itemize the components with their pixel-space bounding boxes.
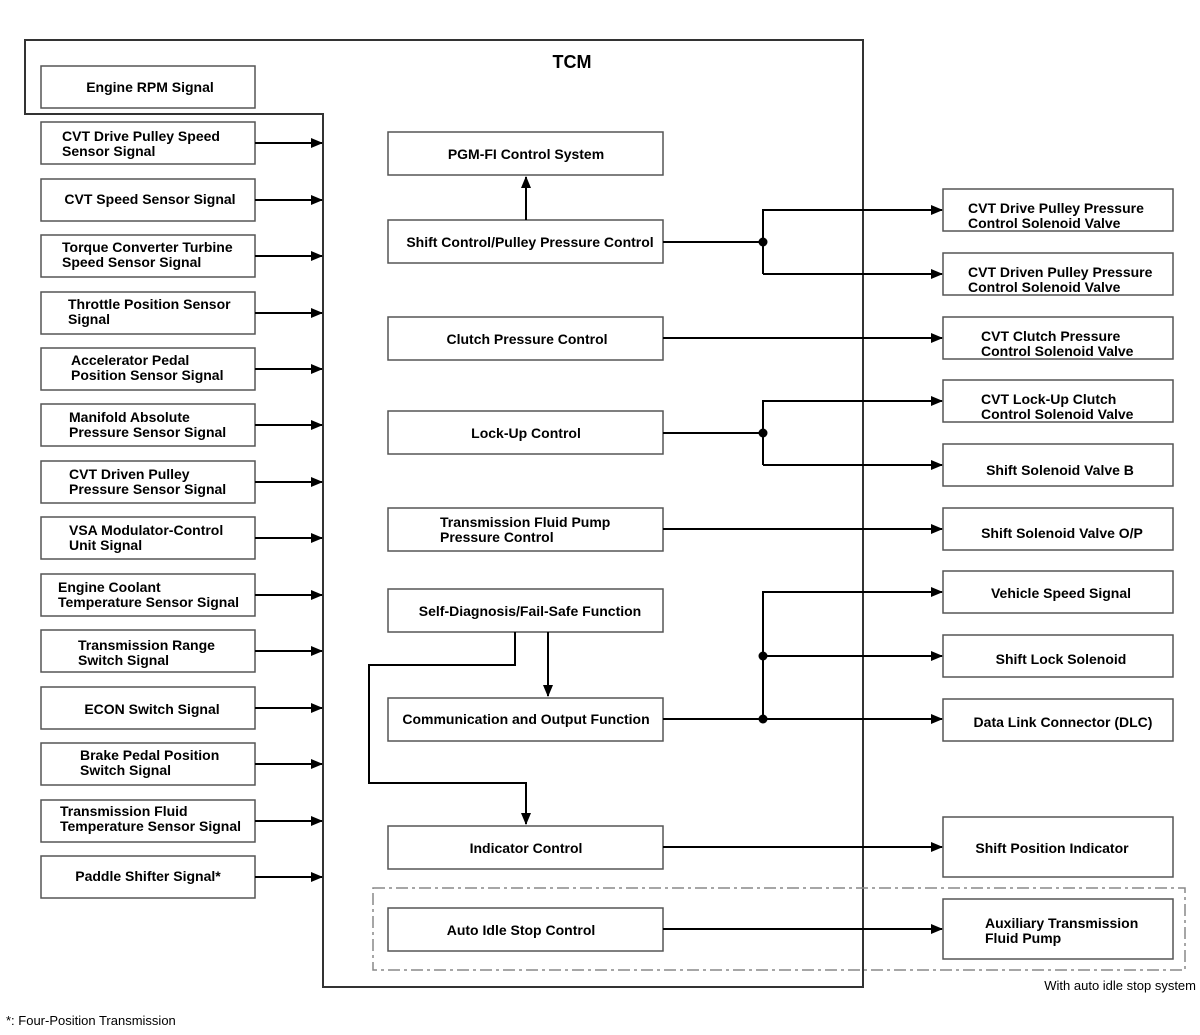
tcm-outline	[24, 39, 864, 988]
input-arrows	[255, 138, 323, 882]
junction-dot	[758, 651, 768, 661]
svg-text:Self-Diagnosis/Fail-Safe Funct: Self-Diagnosis/Fail-Safe Function	[419, 603, 641, 619]
function-indicator: Indicator Control	[387, 825, 664, 870]
function-pgm-fi: PGM-FI Control System	[387, 131, 664, 176]
input-econ-switch: ECON Switch Signal	[40, 686, 256, 730]
svg-text:Indicator Control: Indicator Control	[470, 840, 583, 856]
svg-text:Shift Solenoid Valve B: Shift Solenoid Valve B	[986, 462, 1134, 478]
output-shift-lock: Shift Lock Solenoid	[942, 634, 1174, 678]
function-shift-control: Shift Control/Pulley Pressure Control	[387, 219, 664, 264]
svg-text:Shift Position Indicator: Shift Position Indicator	[975, 840, 1129, 856]
junction-dot	[758, 237, 768, 247]
function-auto-idle: Auto Idle Stop Control	[387, 907, 664, 952]
svg-text:Paddle Shifter Signal*: Paddle Shifter Signal*	[75, 868, 221, 884]
svg-text:Data Link Connector (DLC): Data Link Connector (DLC)	[974, 714, 1153, 730]
arrow-to-lockup-solenoid	[762, 396, 943, 465]
function-communication: Communication and Output Function	[387, 697, 664, 742]
arrow-to-drive-pulley-solenoid	[762, 205, 943, 274]
svg-text:Communication and Output Funct: Communication and Output Function	[402, 711, 649, 727]
svg-text:CVT Speed Sensor Signal: CVT Speed Sensor Signal	[64, 191, 235, 207]
junction-dot	[758, 428, 768, 438]
svg-text:Shift Solenoid Valve O/P: Shift Solenoid Valve O/P	[981, 525, 1143, 541]
output-shift-solenoid-b: Shift Solenoid Valve B	[942, 443, 1174, 487]
svg-text:Auto Idle Stop Control: Auto Idle Stop Control	[447, 922, 596, 938]
arrow-diagnosis-to-indicator	[368, 632, 531, 825]
input-paddle-shifter: Paddle Shifter Signal*	[40, 855, 256, 899]
svg-text:Engine RPM Signal: Engine RPM Signal	[86, 79, 214, 95]
svg-text:Vehicle Speed Signal: Vehicle Speed Signal	[991, 585, 1131, 601]
output-shift-solenoid-op: Shift Solenoid Valve O/P	[942, 507, 1174, 551]
input-cvt-speed: CVT Speed Sensor Signal	[40, 178, 256, 222]
arrow-to-vehicle-speed	[762, 587, 943, 719]
svg-text:Shift Control/Pulley Pressure: Shift Control/Pulley Pressure Control	[406, 234, 653, 250]
connectors	[368, 176, 943, 934]
svg-text:ECON Switch Signal: ECON Switch Signal	[84, 701, 219, 717]
svg-text:Clutch Pressure Control: Clutch Pressure Control	[446, 331, 607, 347]
auto-idle-region	[372, 887, 1186, 971]
function-clutch-pressure: Clutch Pressure Control	[387, 316, 664, 361]
tcm-title: TCM	[553, 52, 592, 72]
function-lock-up: Lock-Up Control	[387, 410, 664, 455]
function-self-diagnosis: Self-Diagnosis/Fail-Safe Function	[387, 588, 664, 633]
auto-idle-note: With auto idle stop system	[1044, 978, 1196, 993]
output-shift-position-indicator: Shift Position Indicator	[942, 816, 1174, 878]
junction-dot	[758, 714, 768, 724]
svg-text:PGM-FI Control System: PGM-FI Control System	[448, 146, 604, 162]
svg-text:Shift Lock Solenoid: Shift Lock Solenoid	[996, 651, 1127, 667]
input-engine-rpm: Engine RPM Signal	[40, 65, 256, 109]
output-dlc: Data Link Connector (DLC)	[942, 698, 1174, 742]
svg-text:Lock-Up Control: Lock-Up Control	[471, 425, 581, 441]
junction-dots	[758, 237, 768, 724]
footnote: *: Four-Position Transmission	[6, 1013, 176, 1028]
output-vehicle-speed: Vehicle Speed Signal	[942, 570, 1174, 614]
